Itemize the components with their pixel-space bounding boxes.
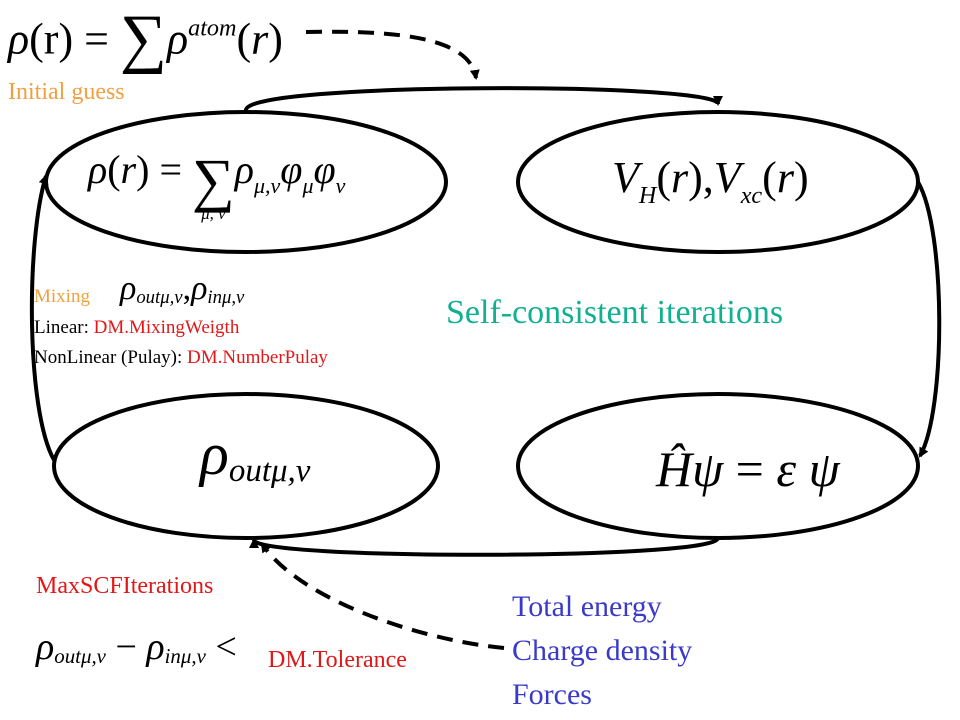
max-scf-label: MaxSCFIterations <box>36 573 214 599</box>
output-density-formula: ρoutμ,ν <box>200 421 311 489</box>
arrow-output-to-density <box>29 174 56 461</box>
dashed-arrow-tolerance <box>260 542 505 650</box>
arrow-density-to-potential <box>244 86 723 112</box>
output-density-ellipse <box>52 392 440 540</box>
mixing-formula: ρoutμ,ν,ρinμ,ν <box>120 270 245 308</box>
arrow-hamiltonian-to-output <box>249 536 720 557</box>
potential-formula: VH(r),Vxc(r) <box>612 153 809 209</box>
self-consistent-label: Self-consistent iterations <box>446 294 784 331</box>
pulay-mixing-label: NonLinear (Pulay): DM.NumberPulay <box>34 347 328 368</box>
mixing-weight-param: DM.MixingWeigth <box>93 317 240 338</box>
initial-guess-label: Initial guess <box>8 79 125 105</box>
number-pulay-param: DM.NumberPulay <box>187 347 328 368</box>
initial-density-formula: ρ(r) = ∑ρatom(r) <box>8 2 283 75</box>
output-total-energy: Total energy <box>512 590 662 623</box>
linear-mixing-label: Linear: DM.MixingWeigth <box>34 317 240 338</box>
hamiltonian-formula: Ĥψ = ε ψ <box>656 441 840 497</box>
arrow-potential-to-hamiltonian <box>916 180 942 458</box>
tolerance-formula: ρoutμ,ν − ρinμ,ν < <box>36 626 237 669</box>
output-charge-density: Charge density <box>512 634 693 667</box>
output-forces: Forces <box>512 678 592 711</box>
dashed-arrow-initial-guess <box>305 29 480 80</box>
tolerance-label: DM.Tolerance <box>268 647 407 673</box>
mixing-label: Mixing <box>34 286 90 307</box>
